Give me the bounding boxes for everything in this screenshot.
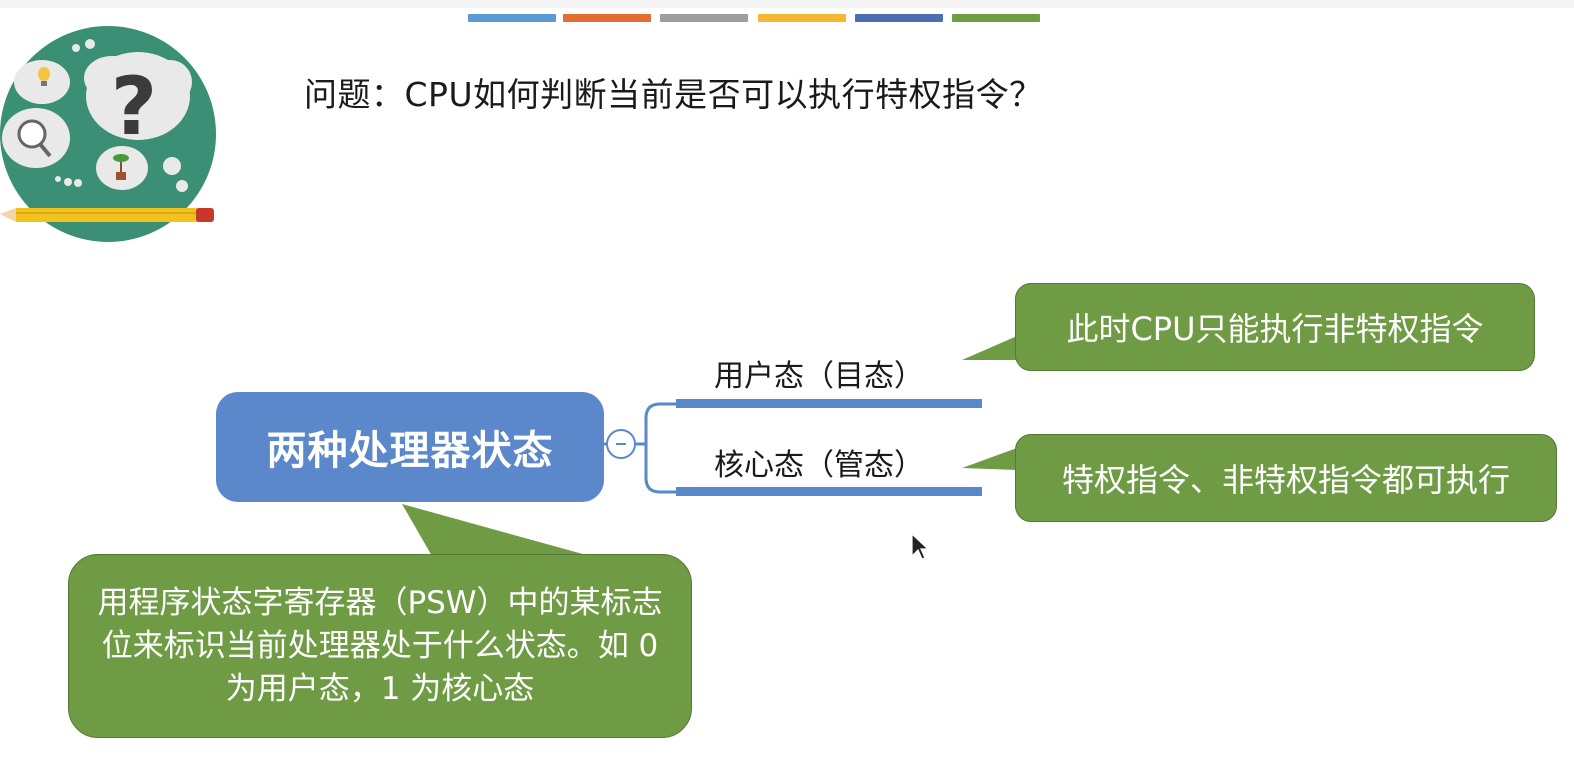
color-bar	[563, 14, 651, 22]
top-strip	[0, 0, 1574, 8]
color-bar	[758, 14, 846, 22]
svg-text:?: ?	[111, 60, 157, 153]
question-heading: 问题：CPU如何判断当前是否可以执行特权指令？	[304, 75, 1043, 114]
color-bar	[660, 14, 748, 22]
question-illustration-icon: ?	[0, 26, 216, 242]
mouse-cursor-icon	[911, 532, 930, 560]
collapse-icon[interactable]	[606, 429, 636, 459]
branch-underline-kernel	[676, 487, 982, 496]
callout-psw-explanation: 用程序状态字寄存器（PSW）中的某标志位来标识当前处理器处于什么状态。如 0 为…	[68, 554, 692, 738]
color-bar	[952, 14, 1040, 22]
color-bar	[468, 14, 556, 22]
callout-kernel-mode: 特权指令、非特权指令都可执行	[1015, 434, 1557, 522]
central-node[interactable]: 两种处理器状态	[216, 392, 604, 502]
color-bar	[855, 14, 943, 22]
branch-label-user[interactable]: 用户态（目态）	[714, 359, 924, 394]
branch-underline-user	[676, 399, 982, 408]
branch-label-kernel[interactable]: 核心态（管态）	[714, 448, 924, 483]
callout-user-mode: 此时CPU只能执行非特权指令	[1015, 283, 1535, 371]
color-bars	[0, 0, 1574, 30]
